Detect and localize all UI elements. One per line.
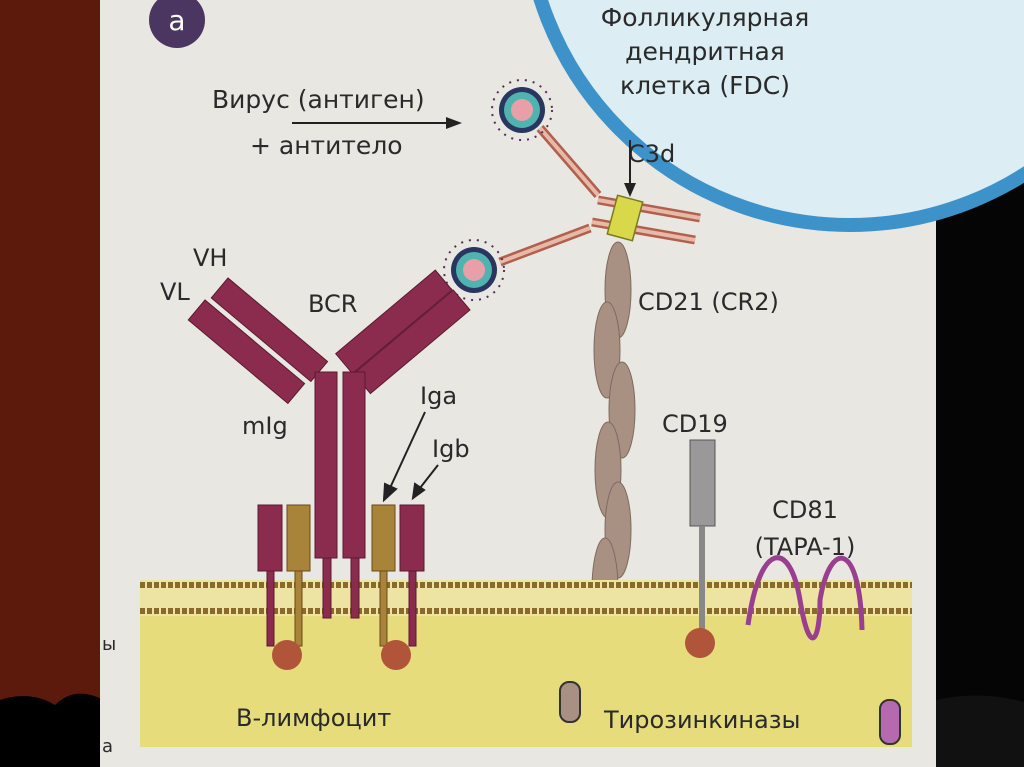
curtain-left-hem: [0, 693, 104, 767]
panel-badge-label: a: [168, 4, 185, 37]
kinase-icon: [381, 640, 411, 670]
cd19-stalk: [699, 526, 705, 631]
curtain-right-hem: [936, 695, 1024, 767]
cd19-receptor: [689, 439, 716, 527]
cd81-label-line1: CD81: [772, 496, 838, 524]
c3d-fragment: [606, 194, 644, 242]
virus-label-line1: Вирус (антиген): [212, 85, 425, 114]
c3d-label: C3d: [628, 140, 675, 168]
margin-fragment: а: [102, 736, 113, 757]
fdc-label-line2: дендритная: [625, 37, 785, 66]
virus-label-line2: + антитело: [250, 131, 403, 160]
panel-badge: [149, 0, 205, 48]
bcr-label: BCR: [308, 290, 357, 318]
virus-icon: [491, 79, 553, 141]
mig-label: mIg: [242, 412, 288, 440]
igb-label: Igb: [432, 435, 470, 463]
arrow-icon: [292, 117, 462, 129]
vl-label: VL: [160, 278, 190, 306]
cd81-protein: [745, 555, 865, 641]
cd21-label: CD21 (CR2): [638, 288, 779, 316]
cd81-label-line2: (TAPA-1): [755, 533, 856, 561]
margin-fragment: ы: [102, 634, 116, 655]
legend-swatch-purple: [879, 699, 901, 745]
fdc-cell: [533, 0, 1024, 232]
arrow-icon: [624, 140, 636, 197]
cd19-label: CD19: [662, 410, 728, 438]
virus-icon: [443, 239, 505, 301]
vh-label: VH: [193, 244, 227, 272]
cd21-receptor: [591, 241, 636, 643]
arrow-icon: [382, 411, 439, 503]
curtain-left: [0, 0, 104, 767]
fdc-label-line1: Фолликулярная: [601, 3, 810, 32]
legend-swatch-grey: [559, 681, 581, 723]
tyrosine-kinases-label: Тирозинкиназы: [603, 706, 800, 734]
iga-label: Iga: [420, 382, 457, 410]
b-cell-label: В-лимфоцит: [236, 704, 391, 732]
kinase-icon: [685, 628, 715, 658]
ig-alpha-beta-gold: [286, 504, 396, 647]
fdc-label-line3: клетка (FDC): [620, 71, 790, 100]
bcr-receptor: [187, 269, 471, 647]
kinase-icon: [272, 640, 302, 670]
